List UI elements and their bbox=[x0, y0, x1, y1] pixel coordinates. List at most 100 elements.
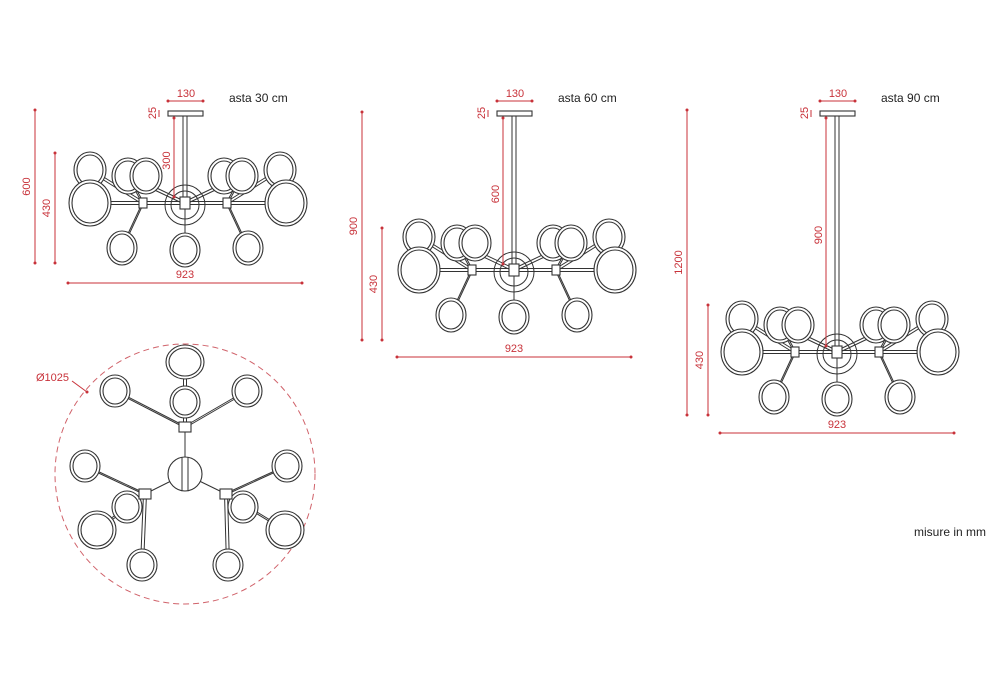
dimension-tick bbox=[395, 355, 399, 359]
glass-ring-inner bbox=[228, 160, 256, 192]
dimension-tick bbox=[718, 431, 722, 435]
center-disc-inner bbox=[822, 339, 852, 369]
glass-ring-inner bbox=[564, 300, 590, 330]
arm-hub bbox=[178, 421, 192, 433]
glass-ring-inner bbox=[80, 513, 114, 547]
total-height-label: 900 bbox=[348, 217, 360, 235]
dimension-tick bbox=[952, 431, 956, 435]
glass-ring-inner bbox=[168, 347, 202, 377]
asta-label: asta 60 cm bbox=[558, 91, 617, 105]
dimension-tick bbox=[85, 390, 89, 394]
center-disc-inner bbox=[499, 257, 529, 287]
body-height-label: 430 bbox=[694, 351, 706, 369]
arm-hub bbox=[219, 488, 233, 500]
canopy-width-label: 130 bbox=[177, 88, 195, 100]
width-label: 923 bbox=[828, 419, 846, 431]
diameter-label: Ø1025 bbox=[36, 372, 69, 384]
rod-length-label: 300 bbox=[161, 151, 173, 169]
glass-ring-inner bbox=[557, 227, 585, 259]
side-hub bbox=[874, 346, 884, 358]
glass-ring-inner bbox=[234, 377, 260, 405]
dimension-tick bbox=[66, 281, 70, 285]
dimension-tick bbox=[530, 99, 534, 103]
glass-ring-inner bbox=[919, 331, 957, 373]
center-disc bbox=[493, 251, 535, 293]
body-height-label: 430 bbox=[368, 275, 380, 293]
dimension-tick bbox=[360, 110, 364, 114]
center-disc-inner bbox=[170, 190, 200, 220]
glass-ring-inner bbox=[723, 331, 761, 373]
width-label: 923 bbox=[176, 269, 194, 281]
glass-ring-inner bbox=[784, 309, 812, 341]
glass-ring-inner bbox=[132, 160, 160, 192]
glass-ring-inner bbox=[824, 384, 850, 414]
dimension-tick bbox=[166, 99, 170, 103]
dimension-tick bbox=[501, 262, 505, 266]
glass-ring-inner bbox=[887, 382, 913, 412]
glass-ring-inner bbox=[268, 513, 302, 547]
dimension-tick bbox=[501, 116, 505, 120]
glass-ring-inner bbox=[172, 235, 198, 265]
dimension-tick bbox=[201, 99, 205, 103]
glass-ring-inner bbox=[400, 249, 438, 291]
canopy-width-label: 130 bbox=[829, 88, 847, 100]
units-note: misure in mm bbox=[914, 525, 986, 539]
dimension-tick bbox=[853, 99, 857, 103]
dimension-tick bbox=[495, 99, 499, 103]
dimension-tick bbox=[706, 413, 710, 417]
total-height-label: 600 bbox=[21, 177, 33, 195]
glass-ring-inner bbox=[71, 182, 109, 224]
asta-label: asta 90 cm bbox=[881, 91, 940, 105]
dimension-tick bbox=[53, 261, 57, 265]
glass-ring-inner bbox=[501, 302, 527, 332]
asta-label: asta 30 cm bbox=[229, 91, 288, 105]
canopy bbox=[819, 110, 856, 117]
center-disc bbox=[164, 184, 206, 226]
canopy bbox=[496, 110, 533, 117]
dimension-tick bbox=[629, 355, 633, 359]
canopy-height-label: 25 bbox=[147, 107, 159, 119]
side-hub bbox=[551, 264, 561, 276]
side-hub bbox=[790, 346, 800, 358]
dimension-tick bbox=[824, 116, 828, 120]
inner-glass-ring-inner bbox=[172, 388, 198, 416]
dimension-tick bbox=[706, 303, 710, 307]
dimension-tick bbox=[300, 281, 304, 285]
dimension-tick bbox=[53, 151, 57, 155]
side-hub bbox=[467, 264, 477, 276]
center-hub bbox=[831, 345, 843, 359]
glass-ring-inner bbox=[109, 233, 135, 263]
arm-hub bbox=[138, 488, 152, 500]
dimension-tick bbox=[824, 344, 828, 348]
glass-ring-inner bbox=[129, 551, 155, 579]
top-view-drawing bbox=[54, 343, 316, 605]
dimension-tick bbox=[33, 108, 37, 112]
glass-ring-inner bbox=[215, 551, 241, 579]
total-height-label: 1200 bbox=[673, 250, 685, 274]
glass-ring-inner bbox=[72, 452, 98, 480]
glass-ring-inner bbox=[267, 182, 305, 224]
canopy-width-label: 130 bbox=[506, 88, 524, 100]
dimension-tick bbox=[685, 413, 689, 417]
glass-ring-inner bbox=[880, 309, 908, 341]
diameter-leader bbox=[71, 380, 88, 393]
side-hub bbox=[222, 197, 232, 209]
dimension-tick bbox=[685, 108, 689, 112]
dimension-tick bbox=[33, 261, 37, 265]
center-ball bbox=[167, 456, 203, 492]
glass-ring-inner bbox=[461, 227, 489, 259]
glass-ring-inner bbox=[438, 300, 464, 330]
glass-ring-inner bbox=[274, 452, 300, 480]
rod-length-label: 900 bbox=[813, 226, 825, 244]
inner-glass-ring-inner bbox=[230, 493, 256, 521]
glass-ring-inner bbox=[235, 233, 261, 263]
center-disc bbox=[816, 333, 858, 375]
center-hub bbox=[179, 196, 191, 210]
dimension-tick bbox=[818, 99, 822, 103]
side-hub bbox=[138, 197, 148, 209]
center-hub bbox=[508, 263, 520, 277]
